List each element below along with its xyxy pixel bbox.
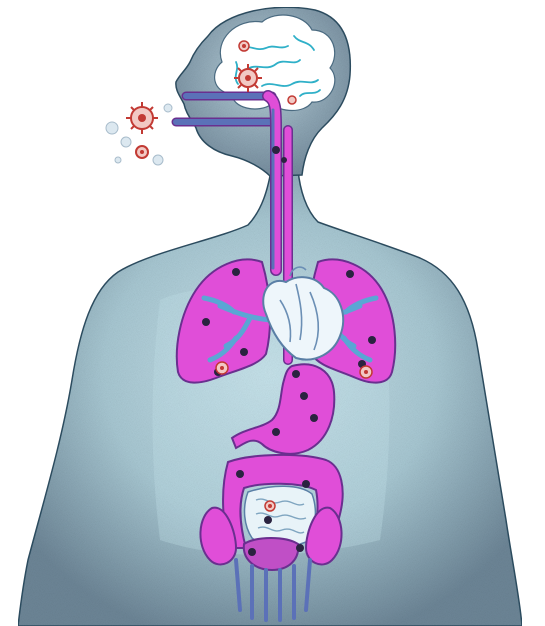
particle xyxy=(310,414,318,422)
droplet xyxy=(153,155,163,165)
particle xyxy=(240,348,248,356)
virus-icon xyxy=(216,362,228,374)
virus-icon xyxy=(360,366,372,378)
particle xyxy=(281,157,287,163)
particle xyxy=(346,270,354,278)
virus-icon xyxy=(126,102,158,134)
virus-icon xyxy=(288,96,296,104)
particle xyxy=(236,470,244,478)
virus-icon xyxy=(239,41,249,51)
virus-icon xyxy=(265,501,275,511)
droplet xyxy=(164,104,172,112)
particle xyxy=(272,146,280,154)
particle xyxy=(264,516,272,524)
particle xyxy=(368,336,376,344)
droplet xyxy=(115,157,121,163)
droplet xyxy=(121,137,131,147)
particle xyxy=(248,548,256,556)
particle xyxy=(292,370,300,378)
droplet xyxy=(106,122,118,134)
particle xyxy=(300,392,308,400)
particle xyxy=(272,428,280,436)
particle xyxy=(302,480,310,488)
particle xyxy=(296,544,304,552)
particle xyxy=(232,268,240,276)
virus-icon xyxy=(136,146,148,158)
particle xyxy=(202,318,210,326)
virus-icon xyxy=(234,64,262,92)
